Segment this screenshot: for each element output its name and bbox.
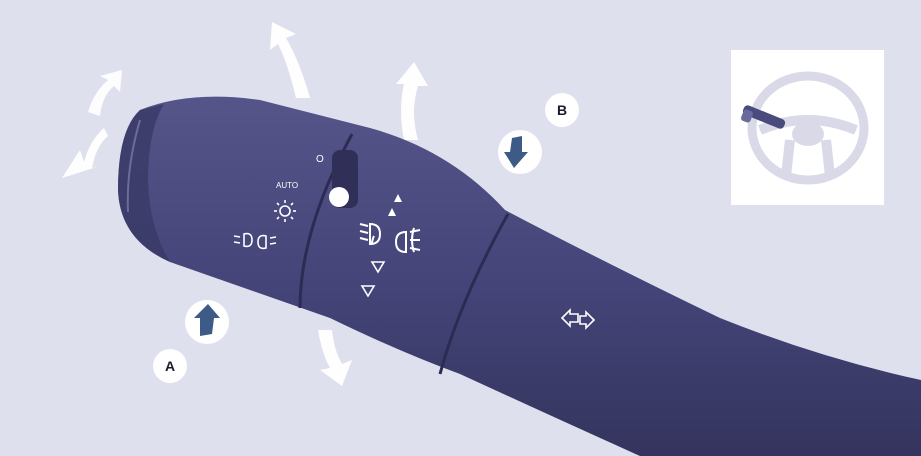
position-auto-label: AUTO	[276, 181, 298, 190]
position-indicator-dot	[329, 187, 349, 207]
callout-a-label: A	[165, 358, 175, 374]
lighting-ring-marker	[329, 150, 358, 208]
steering-wheel-inset	[731, 50, 884, 205]
position-0-label: O	[316, 154, 324, 165]
callout-b-label: B	[557, 102, 567, 118]
